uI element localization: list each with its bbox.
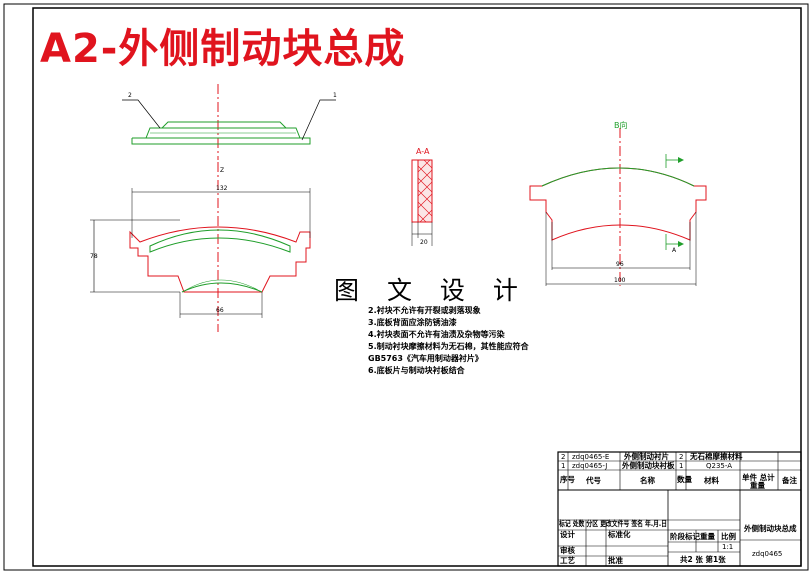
row1-name: 外侧制动块衬板: [622, 460, 675, 470]
callout-2: 2: [128, 92, 132, 99]
hdr-weight: 重量: [750, 480, 765, 490]
dim-bottom-width: 66: [216, 307, 224, 314]
approve-label: 批准: [608, 555, 623, 565]
row1-code: zdq0465-J: [572, 462, 607, 470]
section-view: [411, 159, 433, 246]
rev-header: 标记 处数 分区 更改文件号 签名 年.月.日: [558, 518, 667, 528]
hdr-code: 代号: [585, 475, 601, 485]
dim-height: 78: [90, 253, 98, 260]
hdr-name: 名称: [640, 475, 655, 485]
process-label: 工艺: [560, 555, 575, 565]
row1-material: Q235-A: [706, 462, 732, 470]
section-label: A-A: [416, 147, 430, 156]
row2-code: zdq0465-E: [572, 453, 609, 461]
inner-frame: [32, 7, 802, 567]
note-line: 5.制动衬块摩擦材料为无石棉，其性能应符合: [368, 342, 529, 351]
row2-name: 外侧制动衬片: [624, 451, 669, 461]
scale-value: 1:1: [722, 543, 733, 551]
side-view: [122, 84, 336, 160]
dim-top-width: 132: [216, 185, 228, 192]
hdr-remark: 备注: [781, 475, 797, 485]
standardize-label: 标准化: [607, 529, 631, 539]
row2-no: 2: [561, 453, 565, 461]
technical-notes: 2.衬块不允许有开裂或剥落现象 3.底板背面应涂防锈油漆 4.衬块表面不允许有油…: [368, 305, 529, 377]
stage-mark: 阶段标记: [670, 531, 700, 541]
marker-z: Z: [220, 167, 224, 174]
callout-1: 1: [333, 92, 337, 99]
scale-label: 比例: [721, 531, 736, 541]
right-view: [529, 128, 707, 286]
note-line: 3.底板背面应涂防锈油漆: [368, 318, 457, 327]
drawing-no: zdq0465: [752, 550, 782, 558]
drawing-title: A2-外侧制动块总成: [40, 26, 406, 72]
row1-qty: 1: [679, 462, 683, 470]
outer-frame: [3, 3, 809, 571]
note-line: 6.底板片与制动块衬板结合: [368, 366, 465, 375]
hdr-no: 序号: [560, 474, 575, 484]
sheets: 共2 张 第1张: [680, 554, 726, 564]
hdr-qty: 数量: [677, 474, 692, 484]
review-label: 审核: [560, 545, 575, 555]
weight-label: 重量: [700, 531, 715, 541]
hdr-material: 材料: [704, 475, 719, 485]
front-view: [90, 162, 311, 332]
dim-section: 20: [420, 239, 428, 246]
title-block: [557, 451, 802, 567]
note-line: 2.衬块不允许有开裂或剥落现象: [368, 306, 481, 315]
view-label: B向: [614, 120, 628, 130]
dim-right-overall: 100: [614, 277, 626, 284]
row1-no: 1: [561, 462, 565, 470]
hdr-single-total: 单件 总计: [742, 472, 775, 482]
design-label: 设计: [560, 529, 575, 539]
row2-material: 无石棉摩擦材料: [689, 451, 743, 461]
row2-qty: 2: [679, 453, 683, 461]
dim-right-inner: 96: [616, 261, 624, 268]
note-line: 4.衬块表面不允许有油渍及杂物等污染: [368, 330, 505, 339]
drawing-name: 外侧制动块总成: [744, 523, 797, 533]
watermark: 图 文 设 计: [334, 276, 528, 305]
note-line: GB5763《汽车用制动器衬片》: [368, 354, 483, 363]
marker-a: A: [672, 247, 677, 254]
